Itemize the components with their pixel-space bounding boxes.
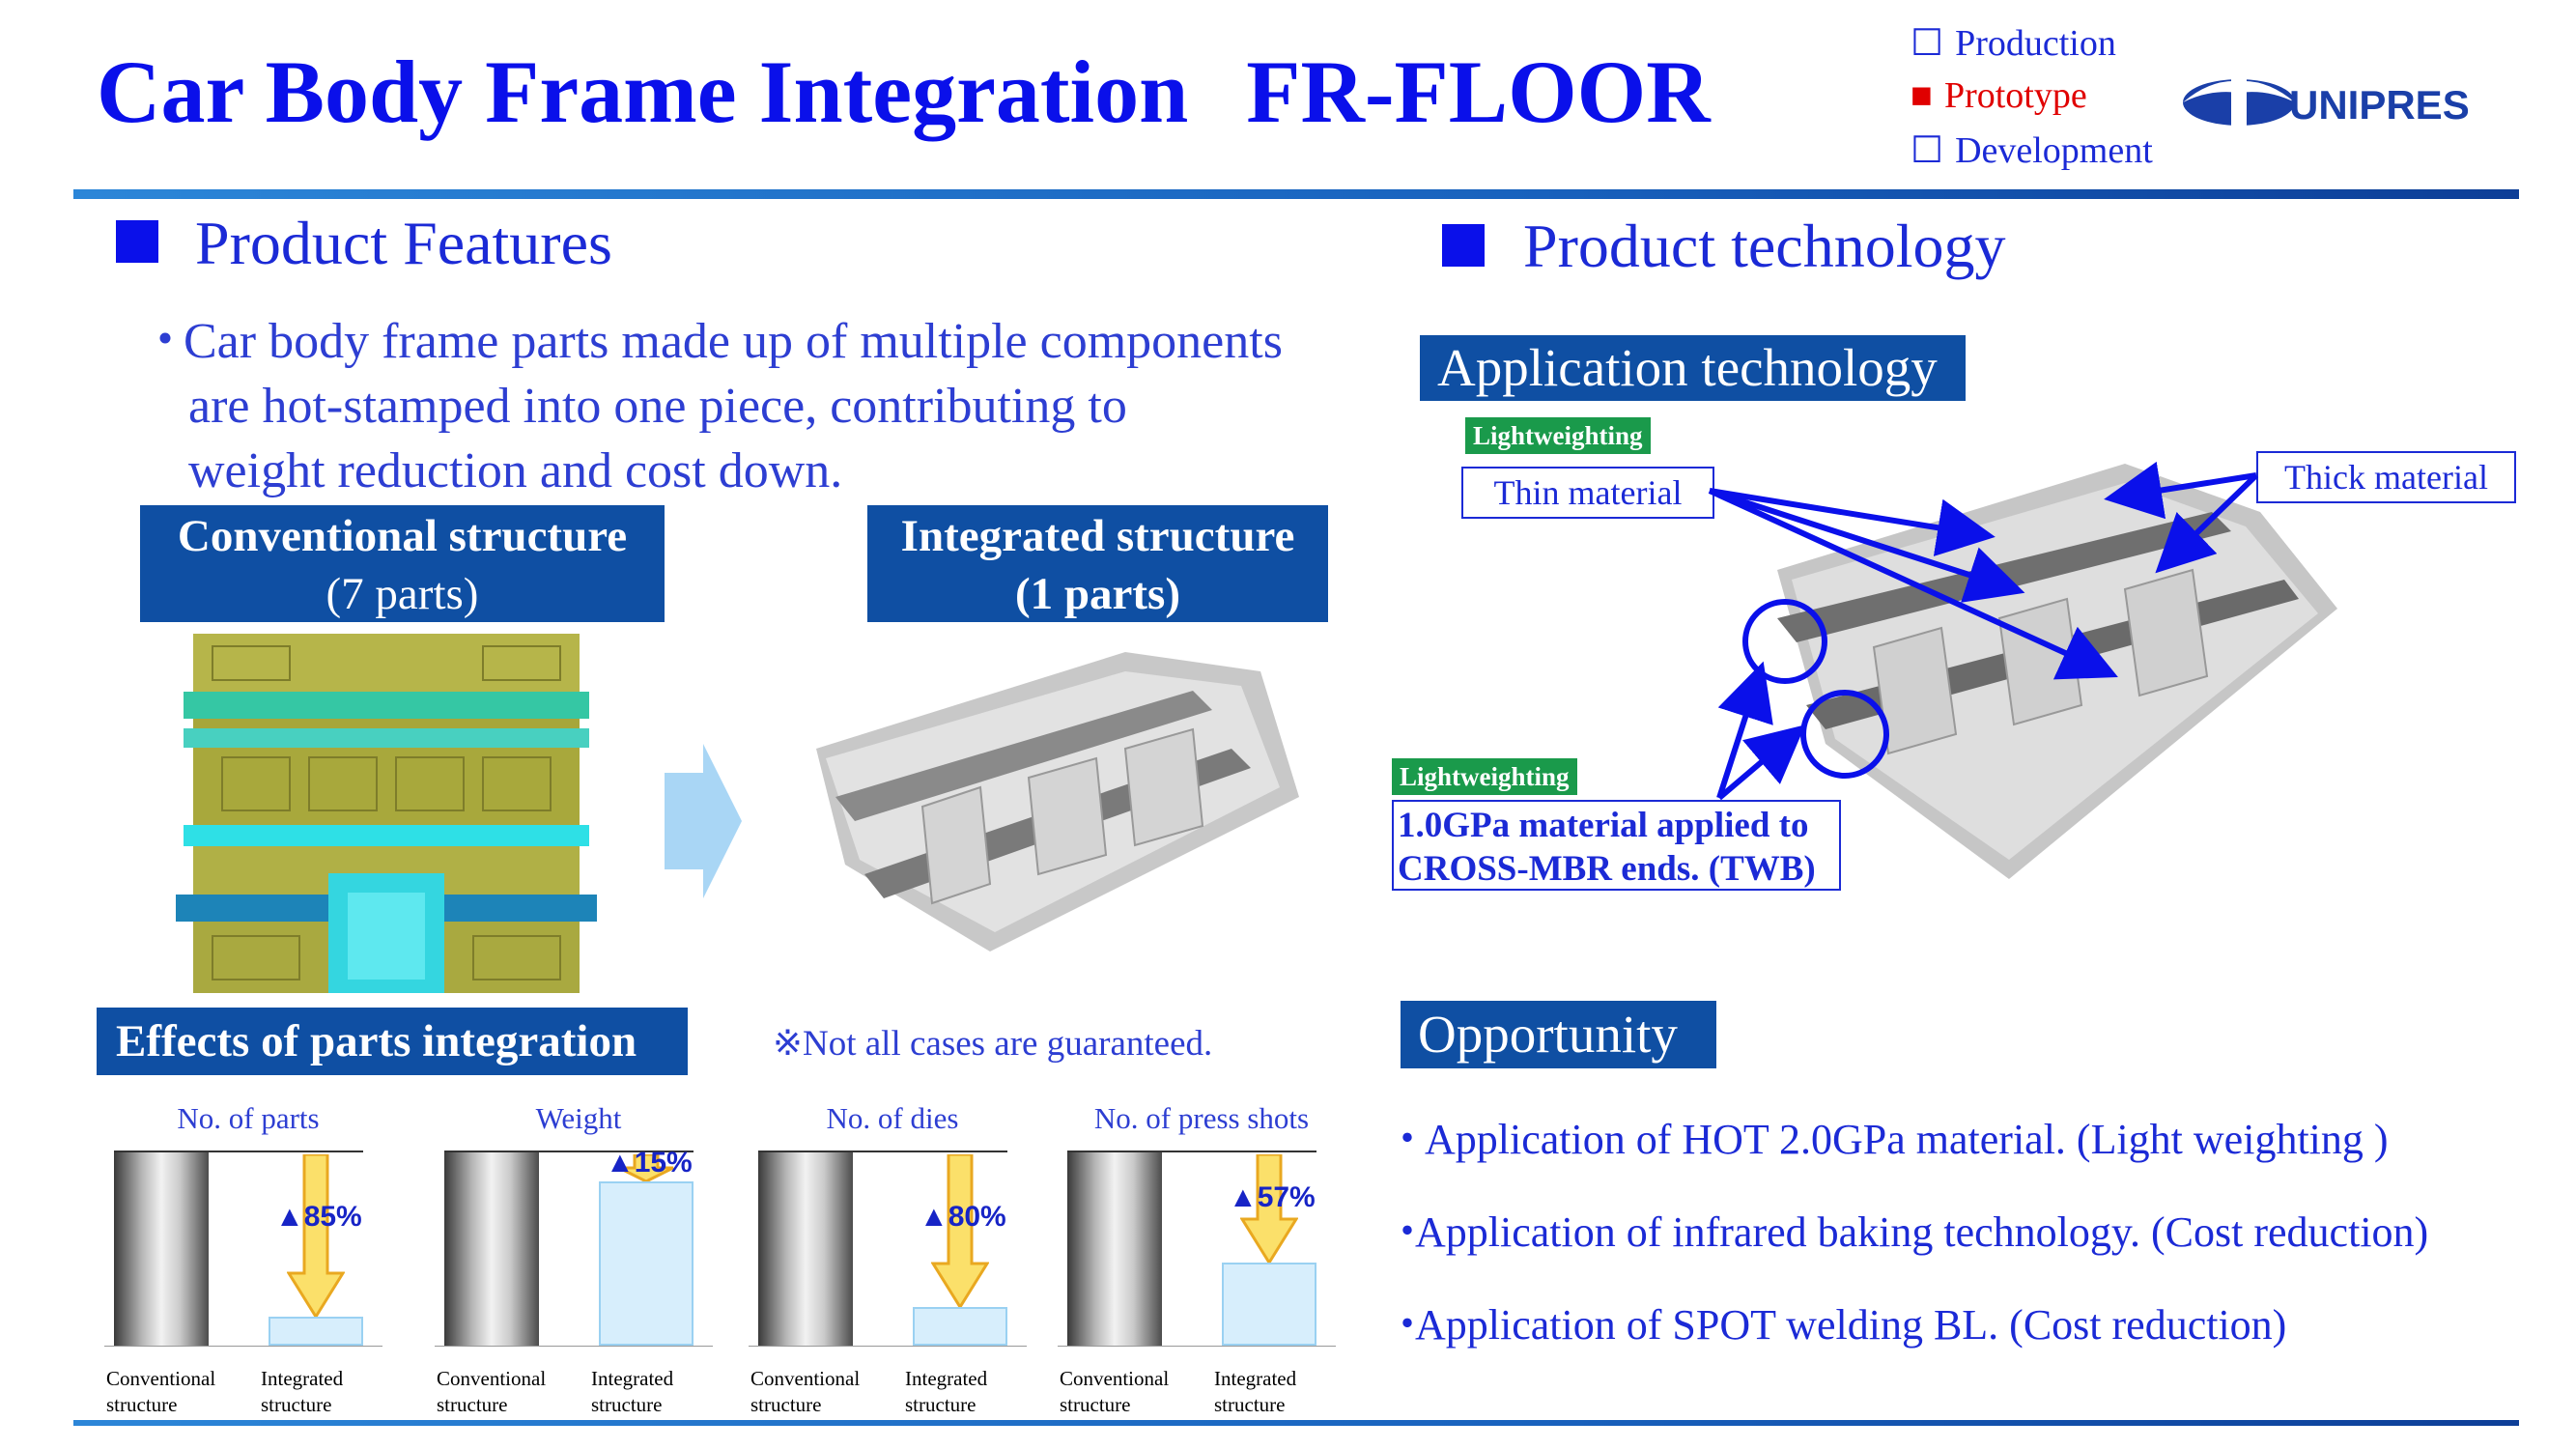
section-title-technology: Product technology	[1523, 212, 2006, 280]
integrated-structure-image	[807, 633, 1304, 966]
section-title-features: Product Features	[195, 209, 612, 277]
chart-baseline	[104, 1346, 382, 1347]
gpa-line: CROSS-MBR ends. (TWB)	[1398, 849, 1816, 889]
effects-title-text: Effects of parts integration	[116, 1016, 637, 1066]
bar-conventional	[758, 1152, 853, 1346]
bullet: ・	[1386, 1208, 1429, 1256]
filled-square-icon: ■	[1911, 75, 1933, 116]
bullet: ・	[1386, 1116, 1429, 1163]
conventional-structure-label: Conventional structure (7 parts)	[140, 505, 665, 622]
reduction-percent: ▲80%	[920, 1201, 1006, 1233]
opportunity-item: ・Application of infrared baking technolo…	[1386, 1197, 2428, 1259]
title-main: Car Body Frame Integration	[97, 43, 1189, 141]
status-production: ☐ Production	[1911, 21, 2116, 65]
section-square-icon	[116, 220, 158, 263]
chart-reference-line	[114, 1151, 363, 1152]
chart-title: No. of dies	[826, 1101, 959, 1135]
status-label: Prototype	[1943, 75, 2087, 116]
reduction-percent: ▲57%	[1229, 1181, 1316, 1213]
feature-line: are hot-stamped into one piece, contribu…	[188, 379, 1127, 434]
chart-title: Weight	[535, 1101, 622, 1135]
conventional-structure-image	[174, 632, 599, 999]
title-sub: FR-FLOOR	[1246, 43, 1711, 141]
bar-integrated	[269, 1317, 363, 1346]
opportunity-text: Application of infrared baking technolog…	[1415, 1208, 2429, 1256]
opportunity-title: Opportunity	[1401, 1001, 1716, 1068]
checkbox-icon: ☐	[1911, 130, 1944, 171]
chart-title: No. of parts	[177, 1101, 320, 1135]
lightweighting-tag: Lightweighting	[1465, 417, 1651, 454]
bar-conventional	[444, 1152, 539, 1346]
reduction-arrow-icon	[1240, 1154, 1298, 1263]
opportunity-text: Application of HOT 2.0GPa material. (Lig…	[1425, 1116, 2389, 1163]
section-square-icon	[1442, 224, 1485, 267]
thin-material-label: Thin material	[1461, 467, 1714, 519]
disclaimer-note: ※Not all cases are guaranteed.	[773, 1024, 1213, 1064]
unipres-logo: UNIPRES	[2181, 75, 2495, 129]
chart-baseline	[749, 1346, 1027, 1347]
feature-text: ・Car body frame parts made up of multipl…	[140, 309, 1283, 503]
bar-integrated	[1222, 1263, 1316, 1346]
opportunity-text: Application of SPOT welding BL. (Cost re…	[1415, 1301, 2287, 1349]
logo-text: UNIPRES	[2289, 82, 2470, 128]
chart-reference-line	[758, 1151, 1007, 1152]
lightweighting-tag: Lightweighting	[1392, 758, 1577, 795]
integrated-title: Integrated structure	[900, 511, 1295, 561]
reduction-arrow-icon	[618, 1154, 674, 1181]
reduction-percent: ▲85%	[275, 1201, 362, 1233]
checkbox-icon: ☐	[1911, 23, 1944, 64]
header-divider	[73, 189, 2519, 199]
gpa-material-note: 1.0GPa material applied to CROSS-MBR end…	[1392, 800, 1841, 891]
feature-line: weight reduction and cost down.	[188, 443, 843, 498]
status-label: Production	[1955, 23, 2116, 64]
reduction-arrow-icon	[287, 1154, 345, 1317]
status-prototype: ■Prototype	[1911, 74, 2087, 117]
gpa-line: 1.0GPa material applied to	[1398, 806, 1809, 845]
application-technology-title: Application technology	[1420, 335, 1966, 401]
bar-conventional	[114, 1152, 209, 1346]
annotation-arrows	[1708, 461, 2259, 801]
bar-integrated	[599, 1181, 694, 1346]
reduction-arrow-icon	[931, 1154, 989, 1307]
bullet: ・	[1386, 1301, 1429, 1349]
chart-reference-line	[1067, 1151, 1316, 1152]
status-development: ☐ Development	[1911, 128, 2153, 172]
arrow-right-icon	[665, 744, 742, 898]
footer-divider	[73, 1420, 2519, 1426]
page-title: Car Body Frame Integration FR-FLOOR	[97, 41, 1711, 143]
status-label: Development	[1955, 130, 2153, 171]
chart-baseline	[1058, 1346, 1336, 1347]
conventional-sub: (7 parts)	[326, 569, 479, 619]
conventional-title: Conventional structure	[177, 511, 628, 561]
bullet: ・	[140, 314, 191, 369]
integrated-structure-label: Integrated structure (1 parts)	[867, 505, 1328, 622]
opportunity-item: ・Application of HOT 2.0GPa material. (Li…	[1386, 1104, 2389, 1166]
opportunity-item: ・Application of SPOT welding BL. (Cost r…	[1386, 1290, 2286, 1351]
chart-reference-line	[444, 1151, 694, 1152]
reduction-percent: ▲15%	[606, 1147, 693, 1179]
chart-baseline	[435, 1346, 713, 1347]
feature-line: Car body frame parts made up of multiple…	[184, 314, 1283, 369]
bar-integrated	[913, 1307, 1007, 1346]
effects-title: Effects of parts integration	[97, 1008, 688, 1075]
chart-title: No. of press shots	[1093, 1101, 1310, 1135]
integrated-sub: (1 parts)	[1015, 569, 1180, 619]
unipres-logo-mark: UNIPRES	[2183, 77, 2470, 128]
bar-conventional	[1067, 1152, 1162, 1346]
